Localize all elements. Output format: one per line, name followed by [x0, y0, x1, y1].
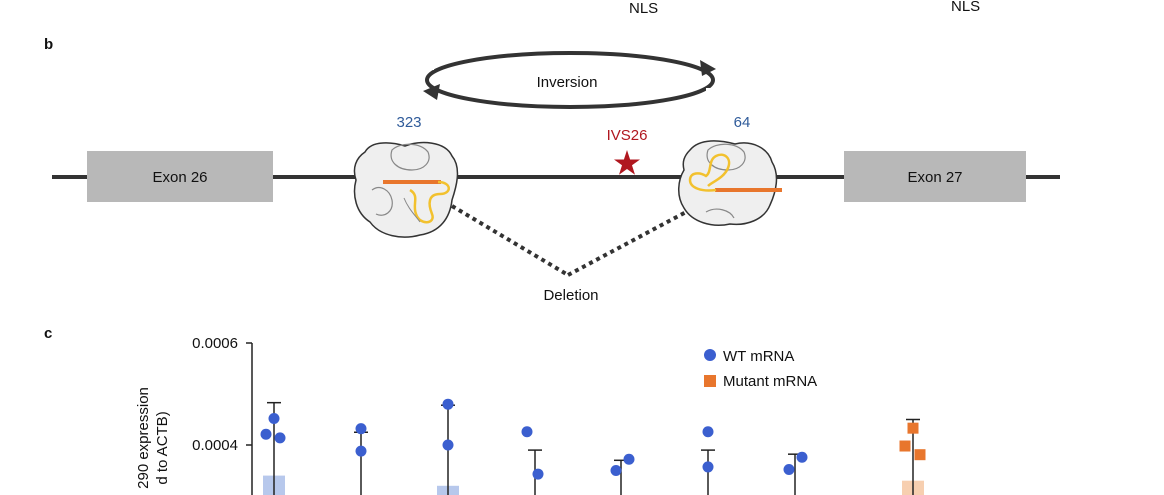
- wt-group-3-point: [442, 398, 454, 410]
- y-tick-label: 0.0004: [192, 437, 238, 454]
- wt-group-3-point: [442, 439, 454, 451]
- nls-label-right: NLS: [951, 0, 981, 15]
- legend-mutant-label: Mutant mRNA: [723, 373, 817, 390]
- deletion-dotted-lines: [450, 204, 687, 277]
- wt-group-1-point: [274, 432, 286, 444]
- wt-group-7-point: [783, 463, 795, 475]
- cas9-complex-right-icon: [678, 140, 782, 226]
- legend-wt-label: WT mRNA: [723, 348, 794, 365]
- mutant-group-1-point: [907, 422, 919, 434]
- exon-26-label: Exon 26: [152, 169, 207, 186]
- wt-group-2-point: [355, 445, 367, 457]
- nls-label-left: NLS: [629, 0, 659, 17]
- wt-group-4-point: [532, 468, 544, 480]
- panel-b-letter: b: [44, 36, 54, 53]
- exon-27-box: [844, 151, 1026, 202]
- deletion-label: Deletion: [543, 287, 598, 304]
- legend-wt-marker: [704, 349, 716, 361]
- inversion-arrow: [418, 51, 722, 109]
- wt-group-5-point: [610, 465, 622, 476]
- y-axis-title-line2: d to ACTB): [154, 411, 171, 484]
- wt-group-6-point: [702, 426, 714, 438]
- mutant-group-1-point: [899, 440, 911, 452]
- panel-c-letter: c: [44, 325, 53, 342]
- wt-group-7-point: [796, 451, 808, 463]
- mutant-group-1-point: [914, 449, 926, 461]
- y-tick-label: 0.0006: [192, 335, 238, 352]
- wt-group-6-point: [702, 461, 714, 473]
- guide-64-label: 64: [734, 114, 751, 131]
- legend-mutant-marker: [704, 375, 716, 387]
- wt-group-1-point: [260, 428, 272, 440]
- inversion-label: Inversion: [537, 74, 598, 91]
- wt-group-2-point: [355, 423, 367, 435]
- wt-group-1-point: [268, 412, 280, 424]
- ivs26-label: IVS26: [607, 127, 648, 144]
- wt-group-5-point: [623, 453, 635, 465]
- cas9-complex-left-icon: [353, 141, 459, 238]
- mutation-star-icon: [614, 150, 640, 175]
- exon-27-label: Exon 27: [907, 169, 962, 186]
- y-axis-title-line1: 290 expression: [135, 387, 152, 489]
- guide-323-label: 323: [396, 114, 421, 131]
- wt-group-4-point: [521, 426, 533, 438]
- exon-26-box: [87, 151, 273, 202]
